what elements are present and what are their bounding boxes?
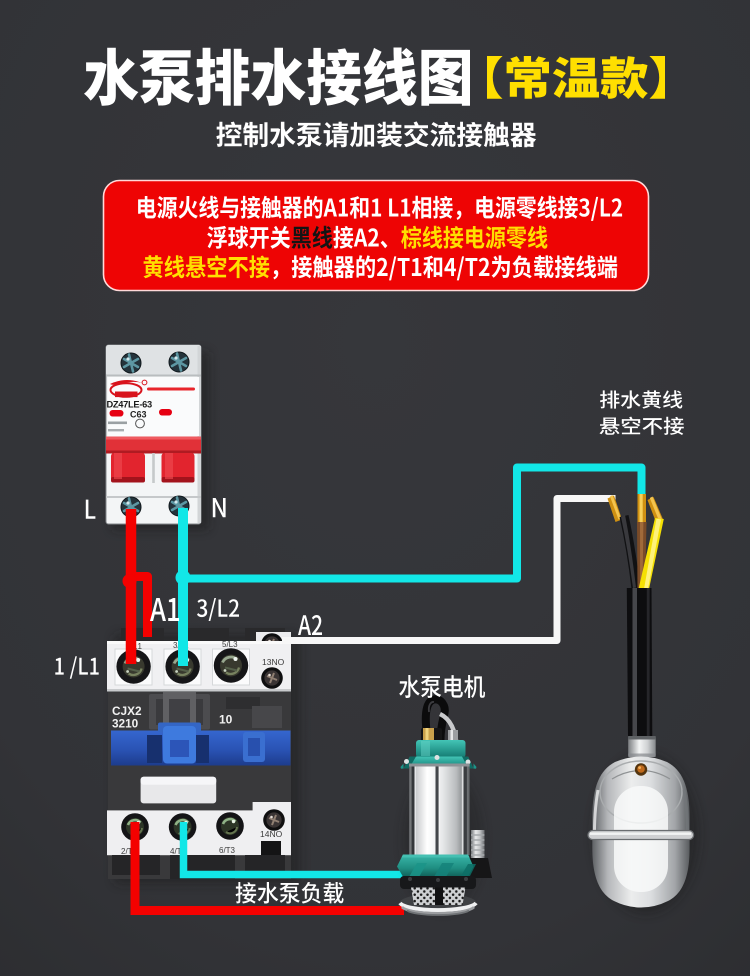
svg-text:5/L3: 5/L3: [222, 640, 238, 649]
svg-text:6/T3: 6/T3: [219, 846, 236, 855]
svg-text:2/T1: 2/T1: [121, 847, 138, 856]
svg-text:DZ47LE-63: DZ47LE-63: [107, 400, 152, 410]
svg-text:3210: 3210: [112, 717, 139, 731]
svg-text:10: 10: [219, 713, 233, 727]
svg-text:C63: C63: [130, 410, 147, 420]
svg-text:CJX2: CJX2: [112, 704, 142, 718]
svg-text:14NO: 14NO: [260, 829, 283, 839]
svg-text:L1: L1: [133, 642, 142, 651]
svg-text:4/T2: 4/T2: [170, 847, 187, 856]
svg-text:13NO: 13NO: [262, 657, 285, 667]
